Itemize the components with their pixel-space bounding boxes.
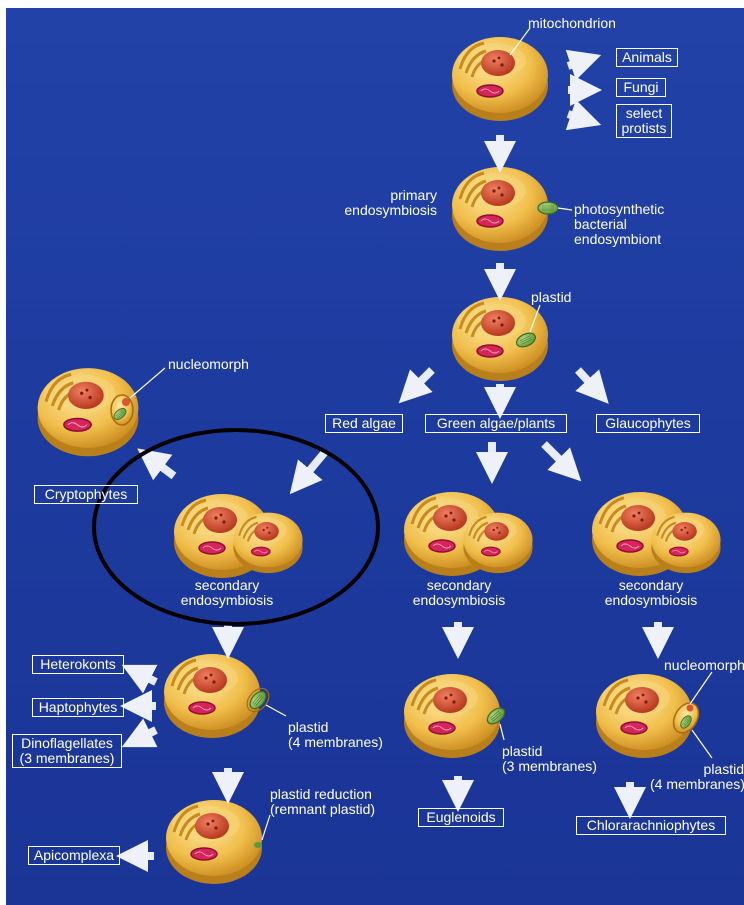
- box-heterokonts: Heterokonts: [32, 655, 124, 674]
- box-green-algae-plants: Green algae/plants: [425, 414, 567, 433]
- diagram-background: [6, 8, 744, 905]
- label-secondary-glauco: secondary endosymbiosis: [604, 577, 698, 608]
- label-primary-endosymbiosis: primary endosymbiosis: [344, 187, 437, 218]
- label-plastid-3-membranes: plastid (3 membranes): [502, 743, 597, 774]
- label-secondary-green: secondary endosymbiosis: [412, 577, 506, 608]
- label-mitochondrion: mitochondrion: [528, 15, 616, 31]
- label-nucleomorph-right: nucleomorph: [664, 658, 744, 673]
- box-red-algae: Red algae: [325, 414, 403, 433]
- box-euglenoids: Euglenoids: [418, 808, 504, 827]
- box-cryptophytes: Cryptophytes: [34, 485, 138, 504]
- flow-arrows: [116, 49, 674, 872]
- cell-mitochondrion: [450, 35, 550, 123]
- box-select-protists: select protists: [616, 104, 672, 138]
- cell-heterokont-lineage: [162, 652, 262, 740]
- label-plastid-4-membranes: plastid (4 membranes): [288, 719, 383, 750]
- box-chlorarachniophytes: Chlorarachniophytes: [576, 816, 726, 835]
- label-secondary-center: secondary endosymbiosis: [180, 577, 274, 608]
- box-animals: Animals: [616, 48, 678, 67]
- cell-euglenoid: [402, 672, 502, 760]
- label-plastid-4-membranes-right: plastid (4 membranes): [650, 762, 744, 792]
- cell-primary-endosymbiosis: [450, 165, 550, 253]
- highlight-ellipse: [92, 428, 380, 626]
- label-nucleomorph-left: nucleomorph: [168, 356, 249, 372]
- photosynthetic-endosymbiont-icon: [537, 201, 559, 215]
- box-apicomplexa: Apicomplexa: [28, 846, 120, 865]
- box-glaucophytes: Glaucophytes: [596, 414, 700, 433]
- box-haptophytes: Haptophytes: [32, 698, 124, 717]
- box-fungi: Fungi: [616, 78, 666, 97]
- label-plastid: plastid: [531, 289, 572, 305]
- box-dinoflagellates: Dinoflagellates (3 membranes): [12, 734, 122, 768]
- label-plastid-reduction: plastid reduction (remnant plastid): [270, 786, 376, 817]
- cell-apicomplexa: [164, 798, 264, 886]
- label-photosynthetic-endosymbiont: photosynthetic bacterial endosymbiont: [574, 201, 665, 247]
